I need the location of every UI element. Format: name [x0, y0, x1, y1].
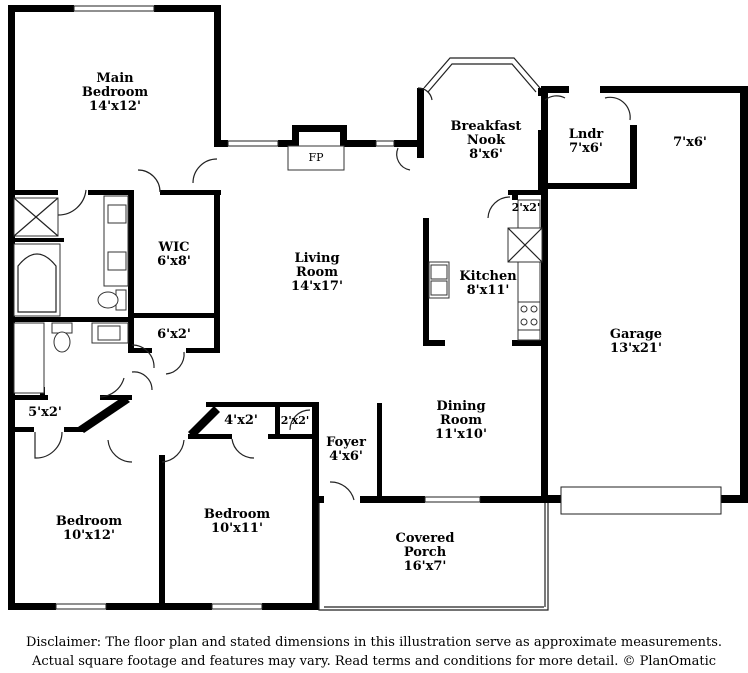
- breakfast-nook-name-1: Breakfast: [450, 119, 522, 134]
- dining-room-name-2: Room: [440, 413, 482, 428]
- garage-dims: 13'x21': [610, 341, 662, 356]
- bedroom-2-dims: 10'x11': [211, 521, 263, 536]
- laundry-label: Lndr 7'x6': [556, 128, 616, 156]
- fireplace: [287, 145, 345, 171]
- garage-name: Garage: [609, 327, 663, 342]
- laundry-dims: 7'x6': [569, 141, 603, 156]
- dining-room-label: Dining Room 11'x10': [416, 400, 506, 442]
- dining-room-dims: 11'x10': [435, 427, 487, 442]
- covered-porch-name-2: Porch: [403, 545, 447, 560]
- covered-porch-label: Covered Porch 16'x7': [380, 532, 470, 574]
- foyer-dims: 4'x6': [329, 449, 363, 464]
- living-room-name-2: Room: [296, 265, 338, 280]
- foyer-label: Foyer 4'x6': [318, 436, 374, 464]
- linen-closet-label: 6'x2': [146, 328, 202, 342]
- exterior-walls: [8, 5, 748, 610]
- kitchen-name: Kitchen: [459, 269, 517, 284]
- bedroom-2-name: Bedroom: [203, 507, 271, 522]
- main-bedroom-name-2: Bedroom: [81, 85, 149, 100]
- foyer-name: Foyer: [326, 435, 366, 450]
- closet-foyer-dims: 2'x2': [280, 414, 310, 427]
- bedroom-1-dims: 10'x12': [63, 528, 115, 543]
- wic-name: WIC: [158, 240, 190, 255]
- main-bedroom-dims: 14'x12': [89, 99, 141, 114]
- garage-label: Garage 13'x21': [596, 328, 676, 356]
- kitchen-fixtures: [428, 199, 543, 341]
- pantry-dims: 2'x2': [511, 201, 541, 214]
- closet-foyer-label: 2'x2': [278, 415, 312, 427]
- closet-mid-dims: 4'x2': [224, 413, 258, 428]
- dining-room-name-1: Dining: [436, 399, 486, 414]
- breakfast-nook-name-2: Nook: [466, 133, 506, 148]
- bedroom-1-name: Bedroom: [55, 514, 123, 529]
- storage-label: 7'x6': [660, 136, 720, 150]
- disclaimer-line-2: Actual square footage and features may v…: [31, 654, 717, 669]
- closet-left-label: 5'x2': [20, 406, 70, 420]
- living-room-label: Living Room 14'x17': [272, 252, 362, 294]
- door-swings: [34, 87, 631, 501]
- windows: [55, 5, 722, 610]
- fireplace-label: FP: [296, 152, 336, 164]
- breakfast-nook-dims: 8'x6': [469, 147, 503, 162]
- bath-fixtures: [13, 195, 129, 394]
- closet-mid-label: 4'x2': [214, 414, 268, 428]
- porch-outline: [318, 503, 549, 611]
- disclaimer-line-1: Disclaimer: The floor plan and stated di…: [25, 635, 723, 650]
- main-bedroom-name-1: Main: [96, 71, 134, 86]
- living-room-name-1: Living: [294, 251, 340, 266]
- closet-left-dims: 5'x2': [28, 405, 62, 420]
- pantry-label: 2'x2': [506, 202, 546, 214]
- kitchen-dims: 8'x11': [466, 283, 510, 298]
- storage-dims: 7'x6': [673, 135, 707, 150]
- wic-dims: 6'x8': [157, 254, 191, 269]
- covered-porch-dims: 16'x7': [403, 559, 447, 574]
- kitchen-label: Kitchen 8'x11': [448, 270, 528, 298]
- bedroom-2-label: Bedroom 10'x11': [192, 508, 282, 536]
- breakfast-nook-label: Breakfast Nook 8'x6': [436, 120, 536, 162]
- wic-label: WIC 6'x8': [142, 241, 206, 269]
- living-room-dims: 14'x17': [291, 279, 343, 294]
- main-bedroom-label: Main Bedroom 14'x12': [70, 72, 160, 114]
- covered-porch-name-1: Covered: [395, 531, 455, 546]
- laundry-name: Lndr: [568, 127, 604, 142]
- linen-closet-dims: 6'x2': [157, 327, 191, 342]
- bedroom-1-label: Bedroom 10'x12': [44, 515, 134, 543]
- fireplace-text: FP: [308, 151, 324, 164]
